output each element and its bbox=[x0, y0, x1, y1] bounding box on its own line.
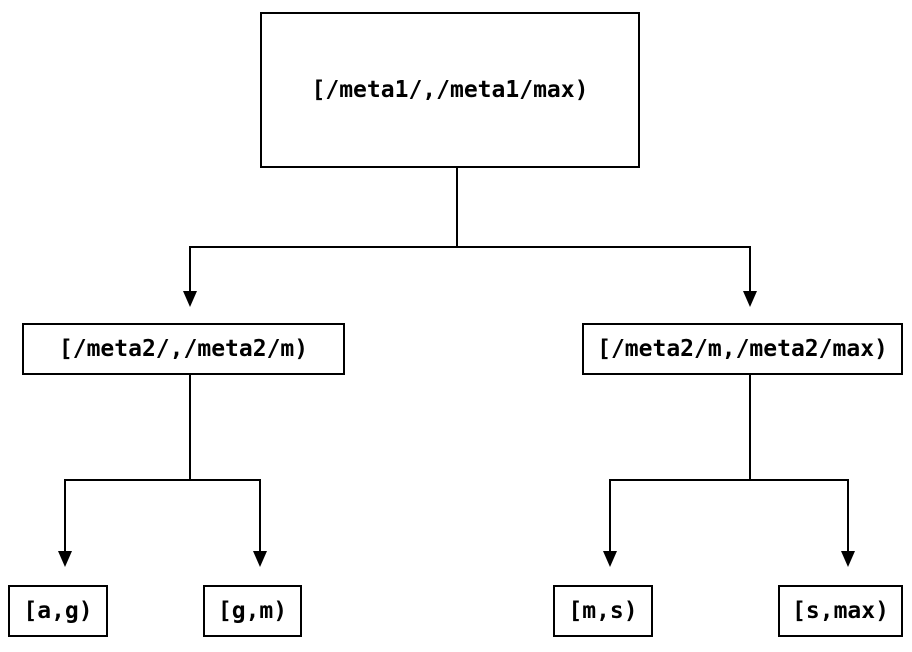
arrowhead-left-ag bbox=[58, 551, 72, 567]
edge-root-right bbox=[456, 246, 751, 292]
node-leaf-ag-label: [a,g) bbox=[23, 598, 93, 624]
node-leaf-ms: [m,s) bbox=[553, 585, 653, 637]
arrowhead-right-smax bbox=[841, 551, 855, 567]
edge-right-smax bbox=[749, 479, 849, 552]
arrowhead-root-right bbox=[743, 291, 757, 307]
node-right-label: [/meta2/m,/meta2/max) bbox=[597, 336, 888, 362]
node-leaf-smax: [s,max) bbox=[778, 585, 903, 637]
node-right-range: [/meta2/m,/meta2/max) bbox=[582, 323, 903, 375]
node-root-range: [/meta1/,/meta1/max) bbox=[260, 12, 640, 168]
node-leaf-ag: [a,g) bbox=[8, 585, 108, 637]
edge-right-ms bbox=[609, 479, 751, 552]
node-left-label: [/meta2/,/meta2/m) bbox=[58, 336, 309, 362]
node-leaf-smax-label: [s,max) bbox=[792, 598, 889, 624]
arrowhead-left-gm bbox=[253, 551, 267, 567]
edge-left-gm bbox=[189, 479, 261, 552]
edge-root-left bbox=[189, 246, 458, 292]
node-leaf-ms-label: [m,s) bbox=[568, 598, 638, 624]
node-leaf-gm: [g,m) bbox=[203, 585, 302, 637]
node-leaf-gm-label: [g,m) bbox=[217, 598, 288, 624]
arrowhead-right-ms bbox=[603, 551, 617, 567]
node-left-range: [/meta2/,/meta2/m) bbox=[22, 323, 345, 375]
arrowhead-root-left bbox=[183, 291, 197, 307]
node-root-label: [/meta1/,/meta1/max) bbox=[311, 77, 589, 103]
edge-left-ag bbox=[64, 479, 191, 552]
